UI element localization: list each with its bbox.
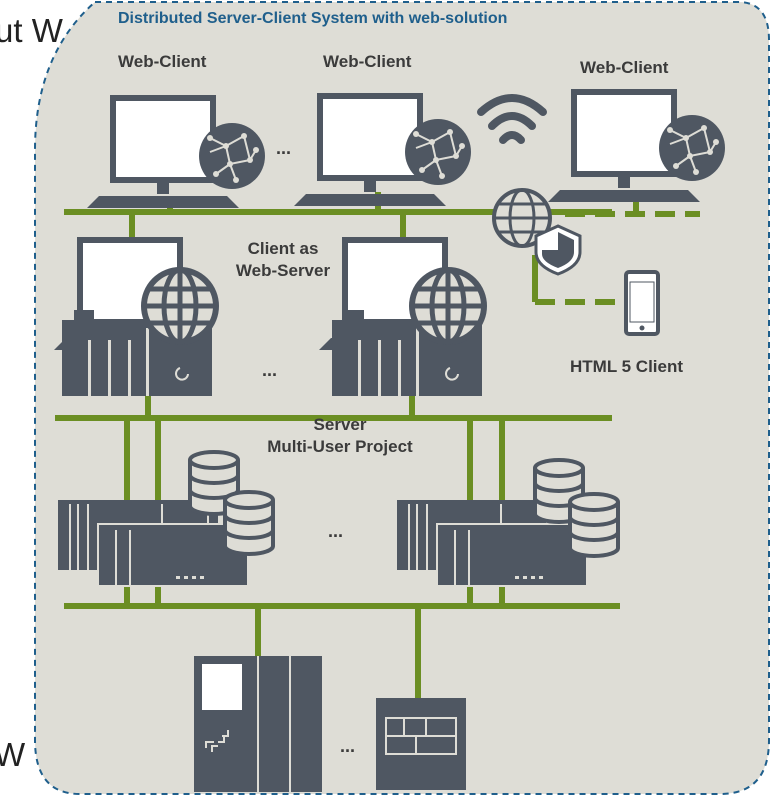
ellipsis: ... xyxy=(276,138,292,158)
diagram-title: Distributed Server-Client System with we… xyxy=(118,10,508,27)
wifi-icon xyxy=(477,94,547,144)
web-client-label-3: Web-Client xyxy=(580,58,669,77)
shield-icon xyxy=(534,224,582,276)
globe-icon xyxy=(492,188,552,248)
ellipsis: ... xyxy=(262,360,278,380)
background-heading-text: ut W xyxy=(0,12,63,49)
web-client-label-2: Web-Client xyxy=(323,52,412,71)
server-label: Server Multi-User Project xyxy=(267,415,413,456)
plc-controller-icon xyxy=(194,656,322,792)
ellipsis: ... xyxy=(340,736,356,756)
io-module-icon xyxy=(376,698,466,790)
client-web-server-label: Client as Web-Server xyxy=(235,239,331,280)
globe-icon xyxy=(412,270,484,342)
background-footer-text: W xyxy=(0,736,26,773)
network-globe-icon xyxy=(658,114,726,182)
database-icon xyxy=(568,492,620,558)
database-icon xyxy=(223,490,275,556)
html5-client-label: HTML 5 Client xyxy=(570,357,684,376)
smartphone-icon xyxy=(624,270,660,336)
web-client-label-1: Web-Client xyxy=(118,52,207,71)
network-globe-icon xyxy=(404,118,472,186)
network-globe-icon xyxy=(198,122,266,190)
ellipsis: ... xyxy=(328,521,344,541)
wireless-links xyxy=(535,211,700,305)
globe-icon xyxy=(144,270,216,342)
